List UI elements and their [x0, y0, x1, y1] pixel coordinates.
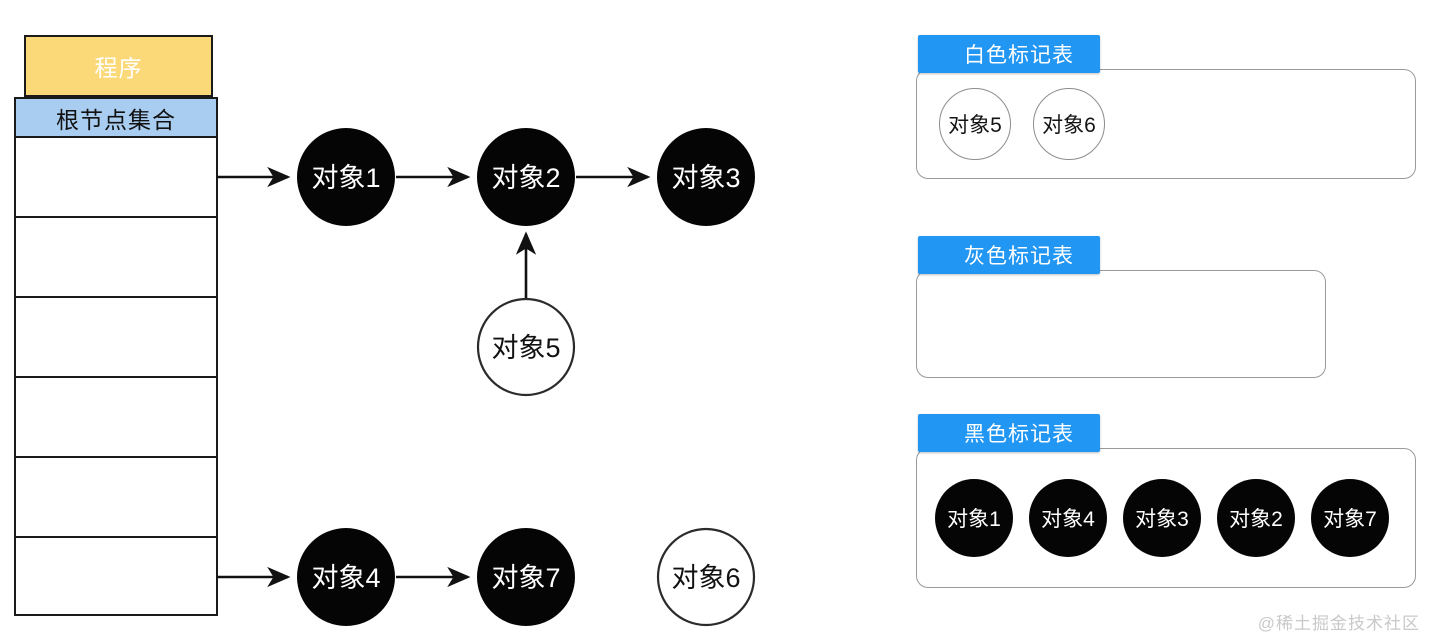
- gray-mark-table-title: 灰色标记表: [918, 236, 1100, 274]
- graph-node-obj6: 对象6: [656, 527, 756, 627]
- node-circle: [297, 128, 395, 226]
- root-node-set-rows: [16, 138, 216, 614]
- node-circle: [297, 528, 395, 626]
- root-set-row: [16, 378, 216, 458]
- mark-table-chip: 对象7: [1311, 479, 1389, 557]
- white-mark-table-title: 白色标记表: [918, 35, 1100, 73]
- root-set-row: [16, 298, 216, 378]
- node-label: 对象4: [311, 563, 380, 593]
- mark-table-chip: 对象4: [1029, 479, 1107, 557]
- root-node-set-table: 根节点集合: [14, 97, 218, 616]
- root-set-row: [16, 138, 216, 218]
- node-circle: [477, 128, 575, 226]
- gray-mark-table-body: [916, 270, 1326, 378]
- program-label: 程序: [94, 55, 143, 81]
- node-label: 对象3: [671, 163, 740, 193]
- node-label: 对象7: [491, 563, 560, 593]
- graph-node-obj1: 对象1: [297, 128, 395, 226]
- mark-table-chip: 对象1: [935, 479, 1013, 557]
- mark-table-chip: 对象3: [1123, 479, 1201, 557]
- mark-table-chip: 对象6: [1033, 88, 1105, 160]
- node-circle: [657, 128, 755, 226]
- graph-node-obj7: 对象7: [477, 528, 575, 626]
- graph-node-obj5: 对象5: [476, 297, 576, 397]
- graph-node-obj4: 对象4: [297, 528, 395, 626]
- watermark: @稀土掘金技术社区: [1257, 614, 1420, 633]
- node-label: 对象5: [491, 333, 560, 363]
- root-set-row: [16, 218, 216, 298]
- object-reference-graph: 对象1 对象2 对象3 对象5 对象4 对象7 对象6: [218, 128, 756, 627]
- node-circle: [476, 297, 576, 397]
- mark-table-chip: 对象2: [1217, 479, 1295, 557]
- mark-table-chip: 对象5: [939, 88, 1011, 160]
- white-mark-table-body: 对象5 对象6: [916, 69, 1416, 179]
- root-set-row: [16, 538, 216, 614]
- node-circle: [656, 527, 756, 627]
- graph-node-obj2: 对象2: [477, 128, 575, 226]
- node-circle: [477, 528, 575, 626]
- node-label: 对象2: [491, 163, 560, 193]
- root-set-row: [16, 458, 216, 538]
- node-label: 对象1: [311, 163, 380, 193]
- program-box: 程序: [24, 35, 213, 97]
- graph-node-obj3: 对象3: [657, 128, 755, 226]
- root-node-set-header: 根节点集合: [16, 99, 216, 138]
- black-mark-table-title: 黑色标记表: [918, 414, 1100, 452]
- node-label: 对象6: [671, 563, 740, 593]
